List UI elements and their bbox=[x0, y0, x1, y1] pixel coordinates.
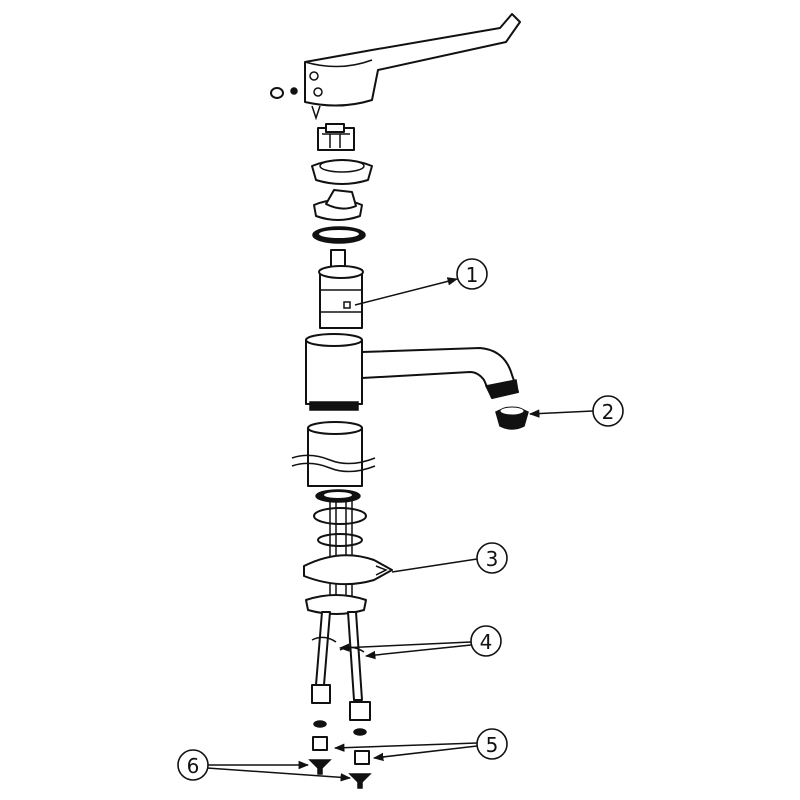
callout-3: 3 bbox=[476, 542, 508, 574]
svg-text:6: 6 bbox=[187, 754, 200, 778]
handle-caps bbox=[270, 87, 298, 99]
small-washer bbox=[353, 728, 367, 736]
cap-ring bbox=[311, 159, 373, 185]
strainer bbox=[308, 759, 372, 789]
lever-handle bbox=[304, 13, 521, 107]
callout-6: 6 bbox=[177, 749, 209, 781]
gear-insert bbox=[313, 189, 363, 221]
callout-5: 5 bbox=[476, 728, 508, 760]
faucet-body bbox=[305, 333, 519, 411]
leader-lines bbox=[206, 277, 594, 782]
cartridge-adapter bbox=[317, 123, 355, 151]
callout-4: 4 bbox=[470, 625, 502, 657]
cartridge bbox=[318, 249, 364, 329]
retaining-clip bbox=[311, 105, 321, 121]
svg-text:3: 3 bbox=[486, 547, 499, 571]
washer bbox=[313, 507, 367, 525]
flexible-hoses bbox=[311, 611, 371, 721]
svg-text:1: 1 bbox=[466, 263, 479, 287]
base-shank bbox=[291, 421, 376, 487]
svg-text:2: 2 bbox=[602, 400, 615, 424]
horseshoe-plate bbox=[303, 554, 393, 586]
filter bbox=[312, 736, 370, 765]
svg-text:4: 4 bbox=[480, 630, 493, 654]
washer bbox=[317, 533, 363, 547]
callout-1: 1 bbox=[456, 258, 488, 290]
small-washer bbox=[313, 720, 327, 728]
callout-2: 2 bbox=[592, 395, 624, 427]
aerator bbox=[495, 406, 529, 430]
base-gasket bbox=[305, 594, 367, 615]
mounting-studs bbox=[329, 498, 353, 600]
svg-text:5: 5 bbox=[486, 733, 499, 757]
